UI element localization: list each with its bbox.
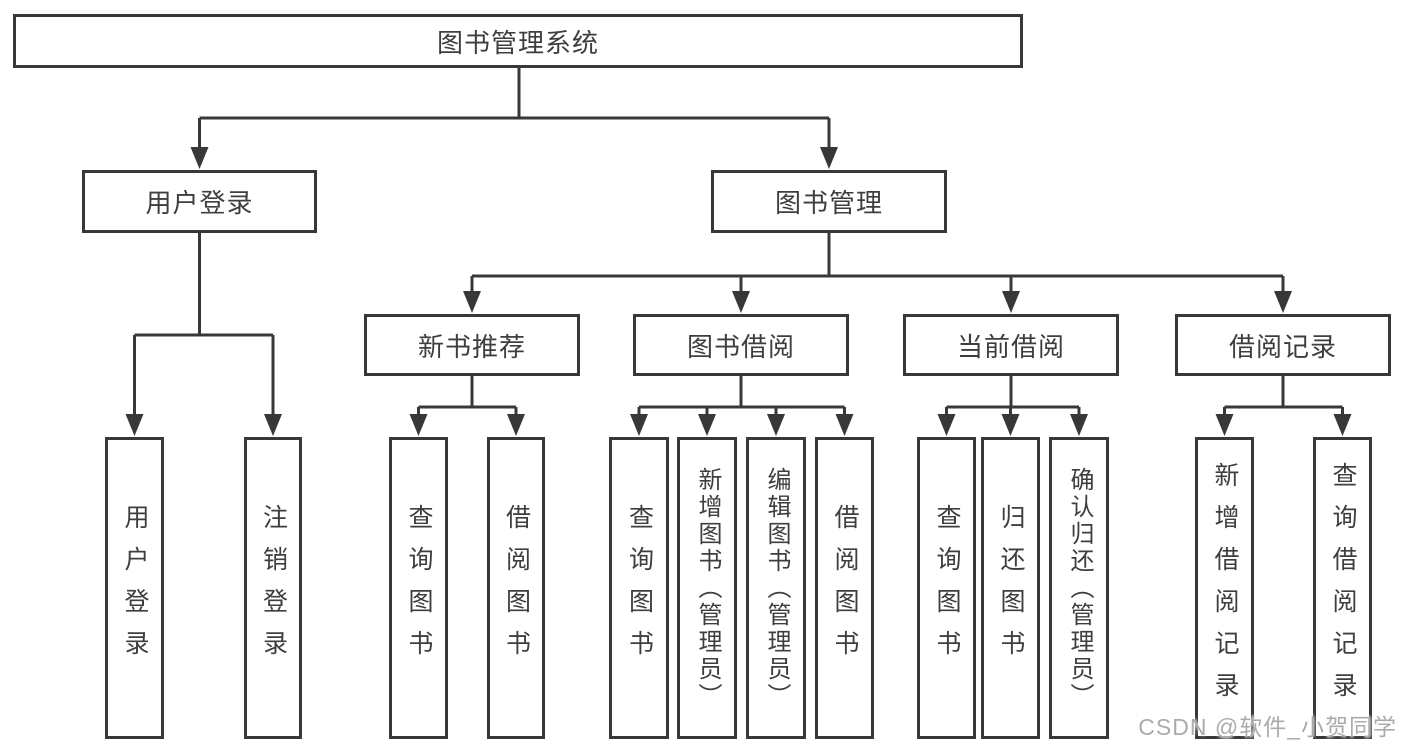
node-leaf-add-borrow-record: 新增借阅记录 [1195, 437, 1254, 739]
node-borrowing-records: 借阅记录 [1175, 314, 1391, 376]
node-label: 借阅记录 [1228, 331, 1337, 362]
node-label: 注销登录 [259, 504, 288, 672]
node-label: 图书管理 [774, 188, 883, 218]
node-leaf-user-login: 用户登录 [105, 437, 164, 739]
node-library-management-system: 图书管理系统 [13, 14, 1023, 68]
node-leaf-query-books-current: 查询图书 [917, 437, 976, 739]
node-leaf-logout: 注销登录 [244, 437, 302, 739]
node-label: 图书借阅 [686, 331, 795, 362]
node-label: 归还图书 [997, 504, 1025, 672]
node-label: 确认归还（管理员） [1066, 466, 1093, 710]
node-leaf-borrow-books: 借阅图书 [815, 437, 874, 739]
node-leaf-query-books-borrowing: 查询图书 [609, 437, 669, 739]
node-leaf-query-borrow-record: 查询借阅记录 [1313, 437, 1372, 739]
node-label: 编辑图书（管理员） [763, 466, 790, 710]
node-leaf-query-books-recommend: 查询图书 [389, 437, 448, 739]
node-leaf-return-books: 归还图书 [981, 437, 1040, 739]
node-label: 查询图书 [933, 504, 961, 672]
node-leaf-edit-book-admin: 编辑图书（管理员） [746, 437, 806, 739]
node-label: 查询借阅记录 [1329, 462, 1357, 714]
node-label: 借阅图书 [831, 504, 859, 672]
node-label: 图书管理系统 [436, 27, 599, 58]
node-label: 查询图书 [405, 504, 433, 672]
node-leaf-borrow-books-recommend: 借阅图书 [487, 437, 545, 739]
node-user-login: 用户登录 [82, 170, 317, 233]
node-label: 用户登录 [145, 188, 254, 218]
node-leaf-add-book-admin: 新增图书（管理员） [677, 437, 737, 739]
node-new-book-recommendation: 新书推荐 [364, 314, 580, 376]
node-label: 当前借阅 [956, 331, 1065, 362]
node-label: 查询图书 [625, 504, 654, 672]
node-label: 借阅图书 [502, 504, 531, 672]
node-current-borrowing: 当前借阅 [903, 314, 1119, 376]
node-book-management: 图书管理 [711, 170, 947, 233]
csdn-watermark: CSDN @软件_小贺同学 [1138, 714, 1397, 740]
node-label: 用户登录 [121, 504, 149, 672]
node-leaf-confirm-return-admin: 确认归还（管理员） [1049, 437, 1109, 739]
node-label: 新增借阅记录 [1211, 462, 1239, 714]
node-book-borrowing: 图书借阅 [633, 314, 849, 376]
node-label: 新增图书（管理员） [694, 466, 721, 710]
node-label: 新书推荐 [417, 331, 526, 362]
